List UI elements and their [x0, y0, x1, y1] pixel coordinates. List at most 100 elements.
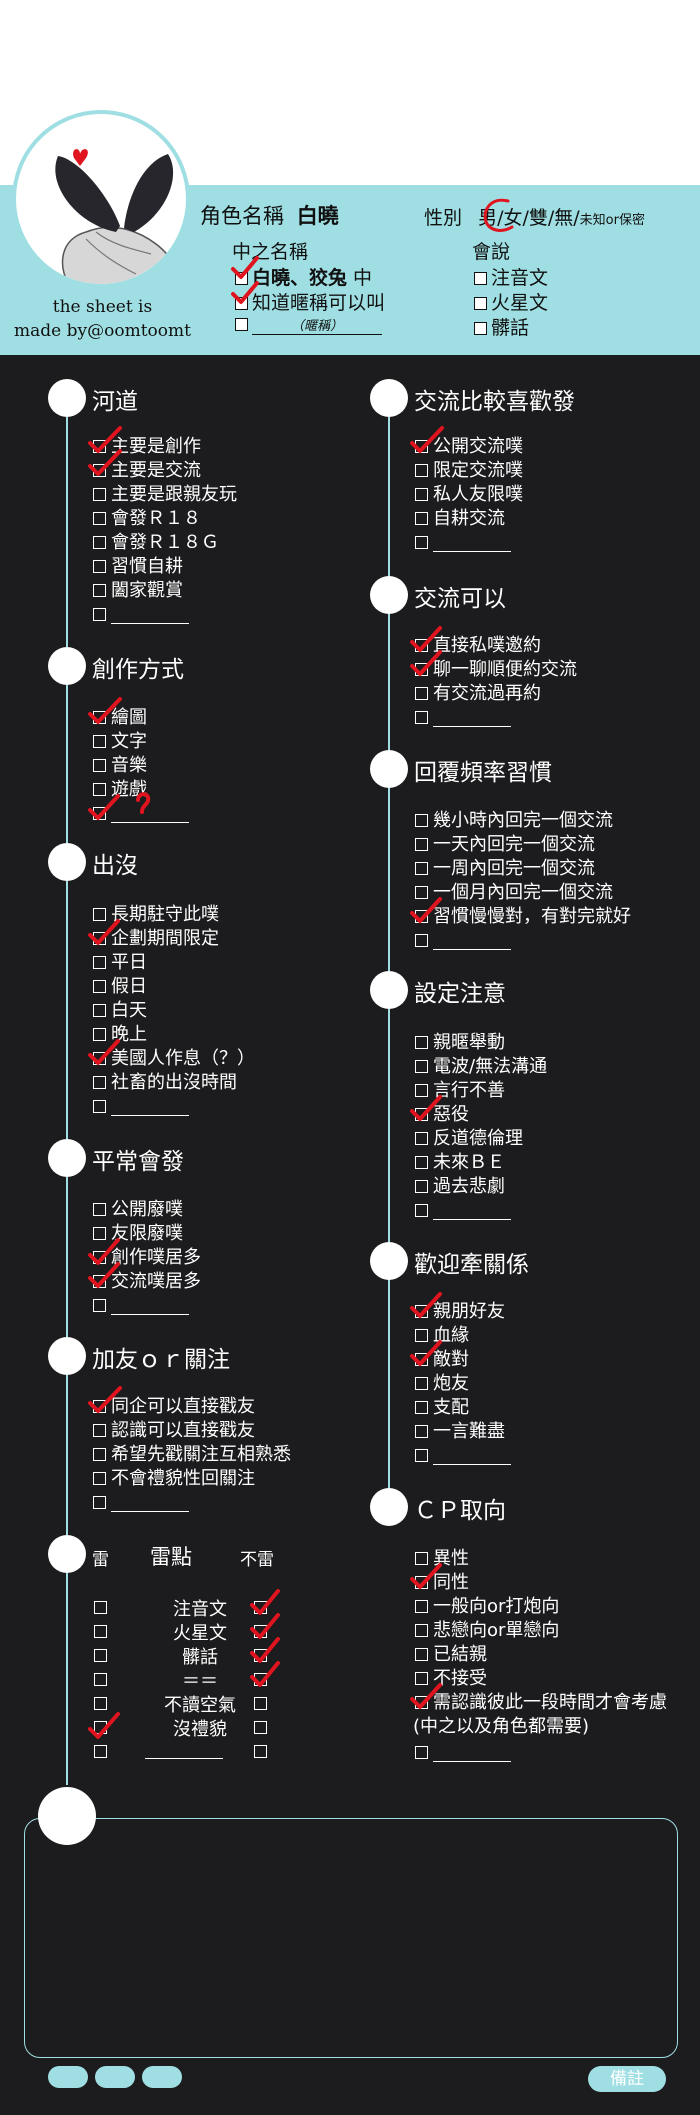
- checkbox[interactable]: [415, 1329, 428, 1342]
- checkbox[interactable]: [415, 512, 428, 525]
- blank-line[interactable]: [111, 805, 189, 823]
- blank-line[interactable]: [111, 1494, 189, 1512]
- checkbox[interactable]: [93, 1472, 106, 1485]
- list-item[interactable]: 異性: [415, 1547, 469, 1571]
- checkbox[interactable]: [415, 536, 428, 549]
- checkbox[interactable]: [415, 1084, 428, 1097]
- list-item[interactable]: 文字: [93, 730, 147, 754]
- speak-option-2[interactable]: 火星文: [474, 288, 548, 315]
- checkbox[interactable]: [93, 735, 106, 748]
- list-item[interactable]: 闔家觀賞: [93, 579, 183, 603]
- checkbox[interactable]: [93, 1076, 106, 1089]
- checkbox[interactable]: [93, 908, 106, 921]
- checkbox[interactable]: [415, 1600, 428, 1613]
- blank-line[interactable]: [433, 709, 511, 727]
- checkbox[interactable]: [93, 560, 106, 573]
- lei-checkbox[interactable]: [94, 1625, 107, 1638]
- list-item[interactable]: 假日: [93, 975, 147, 999]
- checkbox[interactable]: [415, 1180, 428, 1193]
- lei-checkbox[interactable]: [94, 1673, 107, 1686]
- list-item[interactable]: 不會禮貌性回關注: [93, 1467, 255, 1491]
- list-item-blank[interactable]: [93, 1095, 189, 1119]
- checkbox[interactable]: [415, 1746, 428, 1759]
- checkbox[interactable]: [415, 838, 428, 851]
- list-item[interactable]: 音樂: [93, 754, 147, 778]
- checkbox[interactable]: [415, 814, 428, 827]
- checkbox[interactable]: [415, 1132, 428, 1145]
- list-item[interactable]: 言行不善: [415, 1079, 505, 1103]
- checkbox[interactable]: [415, 1060, 428, 1073]
- list-item[interactable]: 過去悲劇: [415, 1175, 505, 1199]
- list-item[interactable]: 長期駐守此噗: [93, 903, 219, 927]
- checkbox[interactable]: [415, 711, 428, 724]
- lei-checkbox[interactable]: [94, 1601, 107, 1614]
- list-item[interactable]: 希望先戳關注互相熟悉: [93, 1443, 291, 1467]
- list-item[interactable]: 有交流過再約: [415, 682, 541, 706]
- blank-line[interactable]: [433, 932, 511, 950]
- list-item[interactable]: 習慣自耕: [93, 555, 183, 579]
- list-item-blank[interactable]: [93, 1294, 189, 1318]
- list-item-blank[interactable]: [415, 929, 511, 953]
- lei-checkbox[interactable]: [94, 1745, 107, 1758]
- checkbox[interactable]: [93, 956, 106, 969]
- checkbox[interactable]: [93, 536, 106, 549]
- checkbox[interactable]: [415, 1204, 428, 1217]
- list-item[interactable]: 認識可以直接戳友: [93, 1419, 255, 1443]
- checkbox[interactable]: [415, 1401, 428, 1414]
- checkbox[interactable]: [415, 1672, 428, 1685]
- list-item-blank[interactable]: [415, 1741, 511, 1765]
- list-item[interactable]: 晚上: [93, 1023, 147, 1047]
- checkbox[interactable]: [415, 1425, 428, 1438]
- checkbox[interactable]: [415, 1156, 428, 1169]
- list-item[interactable]: 主要是跟親友玩: [93, 483, 237, 507]
- checkbox[interactable]: [415, 886, 428, 899]
- checkbox[interactable]: [415, 687, 428, 700]
- checkbox[interactable]: [93, 1299, 106, 1312]
- gender-unknown-option[interactable]: 未知or保密: [579, 213, 645, 228]
- not-lei-checkbox[interactable]: [254, 1697, 267, 1710]
- list-item[interactable]: 限定交流噗: [415, 459, 523, 483]
- list-item[interactable]: 支配: [415, 1396, 469, 1420]
- list-item[interactable]: 電波/無法溝通: [415, 1055, 547, 1079]
- checkbox[interactable]: [93, 512, 106, 525]
- blank-line[interactable]: [433, 1202, 511, 1220]
- list-item[interactable]: 悲戀向or單戀向: [415, 1619, 559, 1643]
- checkbox[interactable]: [93, 1227, 106, 1240]
- list-item-blank[interactable]: [93, 1491, 189, 1515]
- list-item-blank[interactable]: [415, 706, 511, 730]
- list-item[interactable]: 一言難盡: [415, 1420, 505, 1444]
- list-item[interactable]: 反道德倫理: [415, 1127, 523, 1151]
- checkbox[interactable]: [93, 980, 106, 993]
- blank-line[interactable]: [433, 534, 511, 552]
- checkbox[interactable]: [93, 1448, 106, 1461]
- speak-option-3[interactable]: 髒話: [474, 313, 529, 340]
- checkbox[interactable]: [93, 1203, 106, 1216]
- list-item[interactable]: 友限廢噗: [93, 1222, 183, 1246]
- not-lei-checkbox[interactable]: [254, 1721, 267, 1734]
- list-item[interactable]: 炮友: [415, 1372, 469, 1396]
- list-item[interactable]: 一天內回完一個交流: [415, 833, 595, 857]
- list-item[interactable]: 會發Ｒ１８: [93, 507, 201, 531]
- blank-line[interactable]: [111, 606, 189, 624]
- checkbox[interactable]: [415, 1648, 428, 1661]
- speak-option-2-checkbox[interactable]: [474, 297, 487, 310]
- zhong-option-3[interactable]: （暱稱）: [235, 313, 382, 335]
- list-item-blank[interactable]: [415, 1444, 511, 1468]
- checkbox[interactable]: [415, 464, 428, 477]
- list-item[interactable]: 公開廢噗: [93, 1198, 183, 1222]
- checkbox[interactable]: [415, 1036, 428, 1049]
- checkbox[interactable]: [93, 1424, 106, 1437]
- not-lei-checkbox[interactable]: [254, 1745, 267, 1758]
- blank-line[interactable]: [433, 1744, 511, 1762]
- gender-options[interactable]: 男/女/雙/無/: [478, 207, 580, 229]
- list-item[interactable]: 社畜的出沒時間: [93, 1071, 237, 1095]
- checkbox[interactable]: [93, 608, 106, 621]
- checkbox[interactable]: [93, 1100, 106, 1113]
- checkbox[interactable]: [415, 1449, 428, 1462]
- speak-option-1-checkbox[interactable]: [474, 272, 487, 285]
- list-item[interactable]: 血緣: [415, 1324, 469, 1348]
- checkbox[interactable]: [93, 783, 106, 796]
- checkbox[interactable]: [415, 1377, 428, 1390]
- list-item[interactable]: 已結親: [415, 1643, 487, 1667]
- zhong-nickname-blank[interactable]: （暱稱）: [252, 315, 382, 335]
